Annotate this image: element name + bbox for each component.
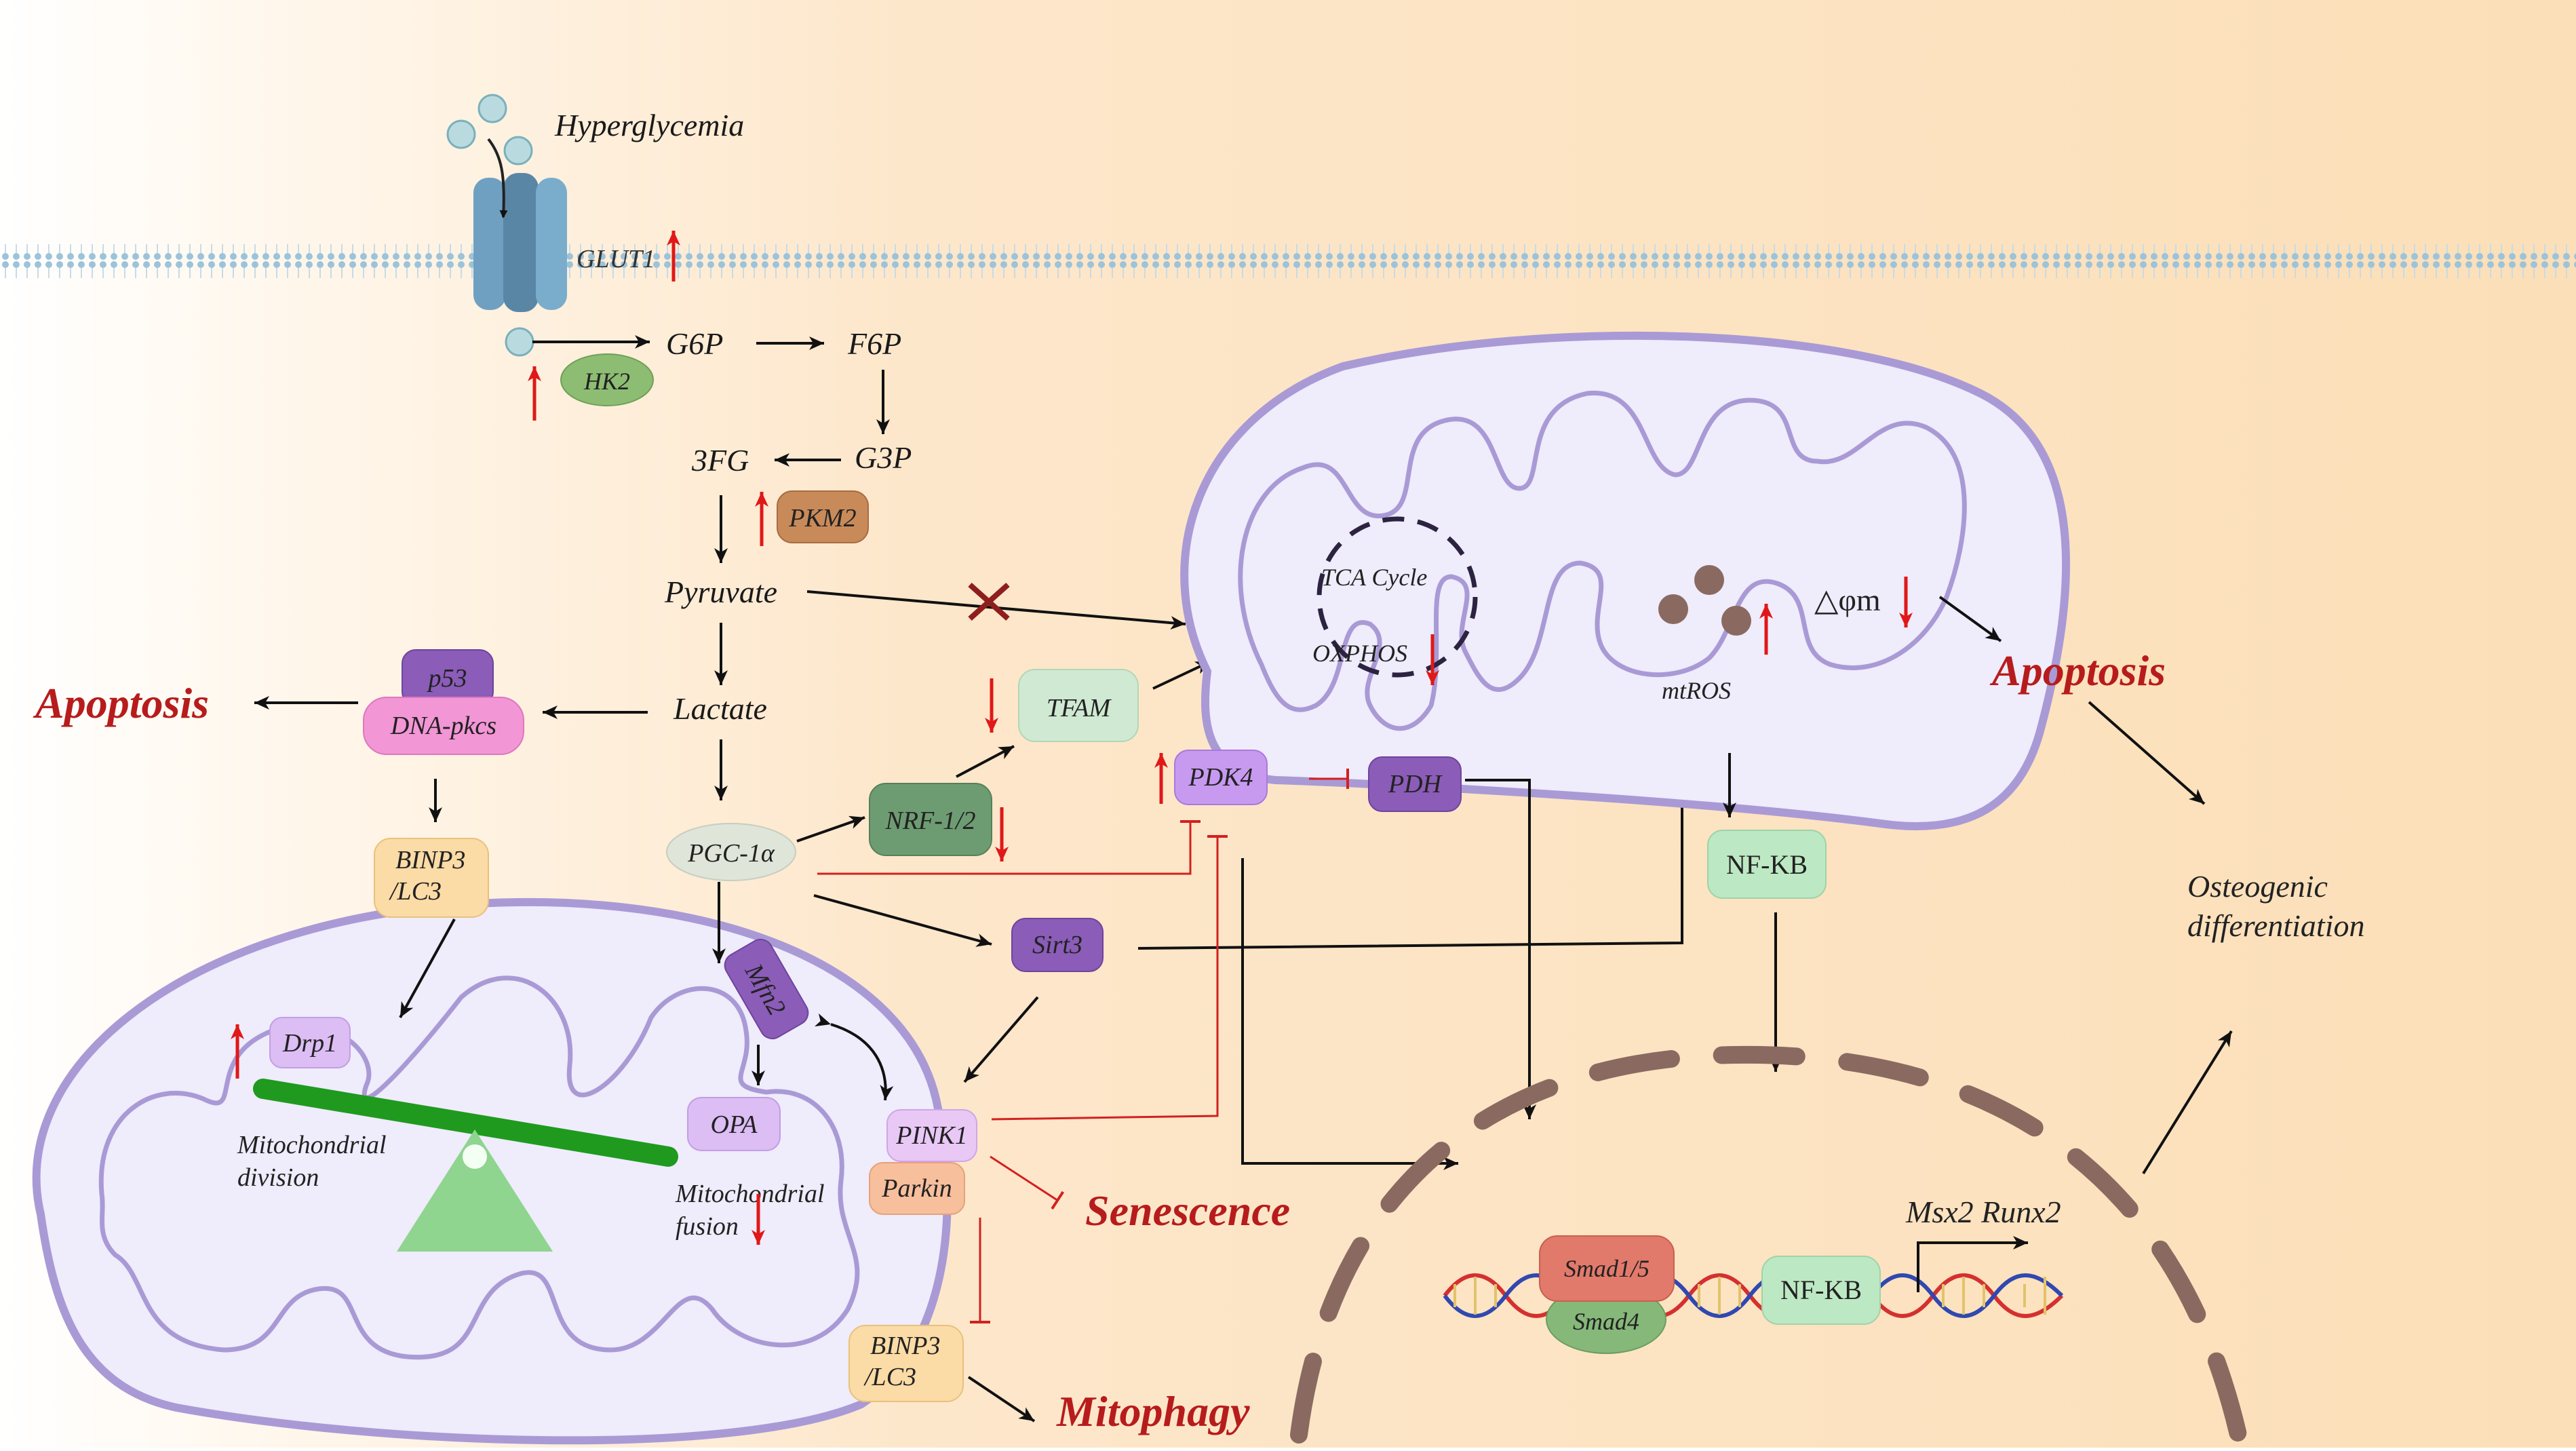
cell-membrane <box>0 244 2576 278</box>
opa-node <box>687 1097 781 1151</box>
smad15-label: Smad1/5 <box>1564 1255 1650 1282</box>
genes-label: Msx2 Runx2 <box>1905 1195 2061 1229</box>
binp3-upper-line1: BINP3 <box>395 846 465 874</box>
pink1-node <box>886 1109 977 1162</box>
pdh-node <box>1368 756 1462 812</box>
opa-label: OPA <box>711 1110 758 1139</box>
dnapkcs-node <box>363 697 524 755</box>
f6p-label: F6P <box>847 326 901 361</box>
nrf-node <box>869 783 992 856</box>
osteo-line1: Osteogenic <box>2187 869 2328 904</box>
fusion-line1: Mitochondrial <box>675 1180 825 1208</box>
balance-scale-icon <box>253 1079 678 1252</box>
binp3-lc3-lower-node <box>848 1325 964 1402</box>
glut1-transporter <box>473 138 567 312</box>
pgc1a-node <box>666 823 796 881</box>
hk2-label: HK2 <box>583 368 630 395</box>
dnapkcs-label: DNA-pkcs <box>390 712 496 740</box>
tfam-label: TFAM <box>1047 694 1112 722</box>
smad15-node <box>1539 1235 1675 1302</box>
pyruvate-label: Pyruvate <box>664 575 777 609</box>
mtros-label: mtROS <box>1662 677 1731 704</box>
osteo-line2: differentiation <box>2187 908 2365 943</box>
division-line1: Mitochondrial <box>237 1131 387 1159</box>
nfkb-node <box>1707 830 1827 899</box>
senescence-label: Senescence <box>1085 1186 1290 1235</box>
dphim-label: △φm <box>1814 583 1881 617</box>
arrow-binp3-mitophagy <box>967 1376 1036 1423</box>
pdk4-node <box>1174 750 1268 805</box>
fusion-line2: fusion <box>676 1212 739 1241</box>
apoptosis-left-label: Apoptosis <box>33 679 209 727</box>
inhibit-pink1-pdk4 <box>991 835 1228 1121</box>
drp1-node <box>269 1017 351 1068</box>
nfkb-label: NF-KB <box>1726 849 1808 880</box>
hyperglycemia-label: Hyperglycemia <box>554 108 744 142</box>
arrow-genes-osteo <box>2142 1030 2233 1175</box>
pgc1a-label: PGC-1α <box>687 839 775 868</box>
3fg-label: 3FG <box>691 443 749 478</box>
binp3-upper-line2: /LC3 <box>389 877 442 906</box>
right-mitochondrion <box>1180 331 2070 830</box>
tca-cycle-ring <box>1316 516 1478 678</box>
arrow-pgc1a-sirt3 <box>813 894 992 947</box>
binp3-lower-line2: /LC3 <box>863 1363 916 1391</box>
drp1-label: Drp1 <box>282 1029 337 1058</box>
mitophagy-label: Mitophagy <box>1056 1387 1250 1435</box>
arrow-pdh-nucleus <box>1465 779 1536 1119</box>
arrow-pdk4-nucleus <box>1241 858 1458 1170</box>
arrow-pgc1a-nrf <box>796 815 865 843</box>
mtros-particles <box>1658 565 1751 636</box>
sirt3-label: Sirt3 <box>1032 931 1082 959</box>
g3p-label: G3P <box>855 440 912 475</box>
arrow-apoptosis-osteo <box>2088 701 2206 805</box>
nfkb-dna-node <box>1761 1256 1881 1325</box>
transcription-start-arrow <box>1917 1236 2028 1292</box>
glut1-label: GLUT1 <box>577 245 655 273</box>
tca-label: TCA Cycle <box>1321 564 1427 591</box>
nfkb-dna-label: NF-KB <box>1780 1275 1862 1305</box>
binp3-lc3-upper-node <box>374 838 489 918</box>
pink1-label: PINK1 <box>895 1121 968 1150</box>
blocked-cross-icon <box>968 583 1010 621</box>
lactate-label: Lactate <box>673 691 767 726</box>
smad4-label: Smad4 <box>1573 1308 1639 1335</box>
arrow-nrf-tfam <box>956 745 1015 778</box>
sirt3-node <box>1011 918 1104 972</box>
arrow-mfn2-pink1 <box>815 1013 894 1101</box>
glucose-molecules <box>446 94 534 357</box>
apoptosis-right-label: Apoptosis <box>1989 646 2166 695</box>
inhibit-pgc1a-pdk4 <box>817 820 1201 875</box>
nucleus-envelope <box>1290 1045 2247 1444</box>
arrow-sirt3-pink1 <box>963 996 1039 1083</box>
g6p-label: G6P <box>666 326 723 361</box>
division-line2: division <box>237 1163 319 1192</box>
parkin-node <box>869 1162 965 1215</box>
pdk4-label: PDK4 <box>1188 763 1253 792</box>
pkm2-label: PKM2 <box>788 504 856 533</box>
arrow-dphim-apoptosis <box>1938 596 2002 642</box>
pdh-label: PDH <box>1388 770 1443 798</box>
oxphos-label: OXPHOS <box>1312 640 1407 667</box>
p53-label: p53 <box>427 664 467 693</box>
binp3-lower-line1: BINP3 <box>870 1332 940 1360</box>
tfam-node <box>1018 669 1139 742</box>
nrf-label: NRF-1/2 <box>885 807 976 835</box>
inhibit-pink1-senescence <box>990 1155 1065 1210</box>
arrow-binp3-mito <box>399 918 456 1018</box>
hk2-node <box>560 353 654 406</box>
parkin-label: Parkin <box>881 1174 952 1203</box>
pkm2-node <box>777 490 869 543</box>
